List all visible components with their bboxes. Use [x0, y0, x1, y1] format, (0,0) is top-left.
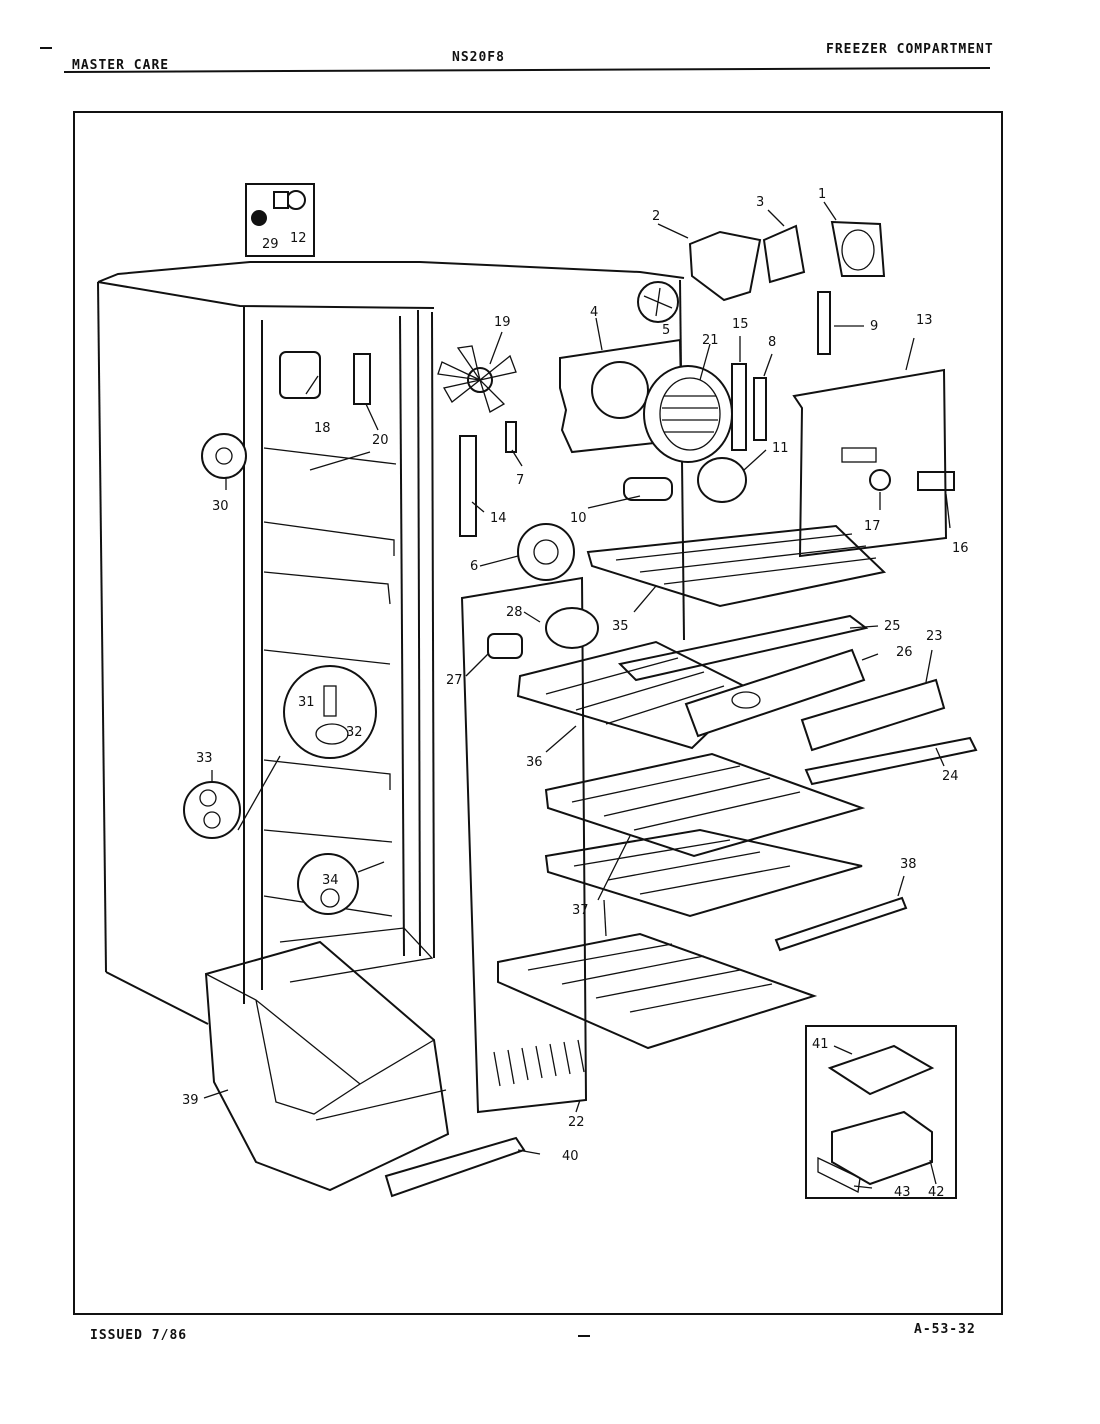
callout-33: 33	[196, 751, 213, 766]
strip-8	[753, 377, 767, 441]
callout-5: 5	[662, 323, 670, 338]
callout-39: 39	[182, 1093, 199, 1108]
callout-38: 38	[900, 857, 917, 872]
rail-25	[617, 614, 869, 682]
callout-26: 26	[896, 645, 913, 660]
ice-bin-39	[204, 940, 450, 1192]
detail-31-32	[283, 665, 377, 759]
trim-40	[384, 1136, 526, 1198]
callout-21: 21	[702, 333, 719, 348]
footer-page-code: A-53-32	[914, 1322, 976, 1337]
callout-2: 2	[652, 209, 660, 224]
rail-23	[800, 678, 946, 752]
fan-motor-5	[637, 281, 679, 323]
callout-35: 35	[612, 619, 629, 634]
channel-15	[731, 363, 747, 451]
switch-20	[353, 353, 371, 405]
callout-43: 43	[894, 1185, 911, 1200]
thermostat-18	[279, 351, 321, 399]
callout-12: 12	[290, 231, 307, 246]
rail-26	[684, 648, 866, 738]
inset-ice-tray	[805, 1025, 957, 1199]
shelf-37a	[544, 752, 866, 858]
leader-lines	[203, 201, 951, 1189]
lens-16	[917, 471, 955, 491]
detail-34	[297, 853, 359, 915]
callout-19: 19	[494, 315, 511, 330]
bracket-14	[459, 435, 477, 537]
callout-34: 34	[322, 873, 339, 888]
evaporator-cover	[559, 338, 684, 454]
callout-27: 27	[446, 673, 463, 688]
callout-40: 40	[562, 1149, 579, 1164]
callout-20: 20	[372, 433, 389, 448]
callout-14: 14	[490, 511, 507, 526]
detail-30	[201, 433, 247, 479]
callout-32: 32	[346, 725, 363, 740]
callout-22: 22	[568, 1115, 585, 1130]
callout-17: 17	[864, 519, 881, 534]
callout-11: 11	[772, 441, 789, 456]
callout-13: 13	[916, 313, 933, 328]
housing-1	[830, 220, 886, 277]
grommet-6	[517, 523, 575, 581]
knob-17	[869, 469, 891, 491]
rear-panel-13	[792, 368, 948, 558]
callout-23: 23	[926, 629, 943, 644]
footer-issued: ISSUED 7/86	[90, 1328, 188, 1343]
callout-30: 30	[212, 499, 229, 514]
callout-8: 8	[768, 335, 776, 350]
callout-9: 9	[870, 319, 878, 334]
shelf-bottom	[497, 932, 818, 1050]
shelf-35	[586, 524, 887, 608]
lamp-27-28	[487, 607, 599, 659]
callout-25: 25	[884, 619, 901, 634]
rail-24	[804, 736, 978, 786]
callout-41: 41	[812, 1037, 829, 1052]
header-rule	[63, 67, 991, 73]
callout-6: 6	[470, 559, 478, 574]
shelf-37b	[544, 828, 863, 918]
callout-24: 24	[942, 769, 959, 784]
callout-37: 37	[572, 903, 589, 918]
callout-31: 31	[298, 695, 315, 710]
back-panel-22	[460, 576, 588, 1114]
bracket-3	[762, 224, 806, 284]
header-brand: MASTER CARE	[72, 58, 170, 73]
fan-blade	[437, 345, 517, 413]
callout-4: 4	[590, 305, 598, 320]
callout-36: 36	[526, 755, 543, 770]
callout-1: 1	[818, 187, 826, 202]
strip-9	[817, 291, 831, 355]
bulb-11	[697, 457, 747, 503]
fan-grille-21	[643, 365, 733, 463]
callout-28: 28	[506, 605, 523, 620]
header-model: NS20F8	[452, 50, 505, 65]
callout-16: 16	[952, 541, 969, 556]
callout-3: 3	[756, 195, 764, 210]
socket-10	[623, 477, 673, 501]
callout-42: 42	[928, 1185, 945, 1200]
inset-control-knob	[245, 183, 315, 257]
clip-7	[505, 421, 517, 453]
callout-10: 10	[570, 511, 587, 526]
trim-38	[774, 896, 908, 952]
detail-33	[183, 781, 241, 839]
callout-7: 7	[516, 473, 524, 488]
callout-15: 15	[732, 317, 749, 332]
header-section: FREEZER COMPARTMENT	[826, 42, 994, 57]
callout-18: 18	[314, 421, 331, 436]
diagram-frame	[73, 111, 1003, 1315]
callout-29: 29	[262, 237, 279, 252]
bracket-2	[688, 230, 762, 302]
